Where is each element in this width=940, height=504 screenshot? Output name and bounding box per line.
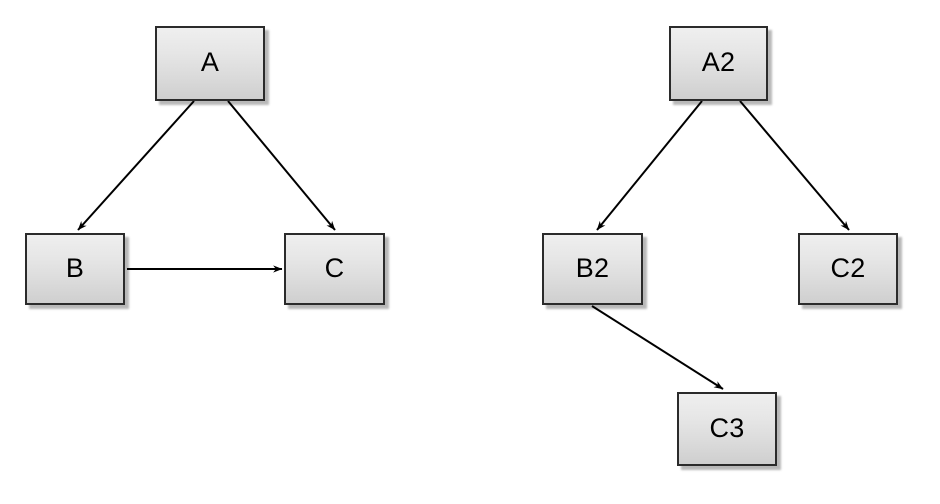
edge-a-to-b[interactable] bbox=[77, 100, 195, 231]
node-label-c2: C2 bbox=[830, 252, 866, 283]
node-label-a2: A2 bbox=[701, 47, 736, 77]
edges-group bbox=[77, 100, 850, 390]
node-a[interactable]: A bbox=[155, 26, 265, 101]
node-a2[interactable]: A2 bbox=[669, 26, 768, 101]
node-b[interactable]: B bbox=[25, 233, 125, 305]
node-label-b: B bbox=[65, 252, 85, 283]
node-label-c: C bbox=[324, 252, 345, 283]
node-c[interactable]: C bbox=[284, 233, 385, 305]
node-label-a: A bbox=[200, 47, 220, 77]
node-label-c3: C3 bbox=[709, 412, 745, 443]
edge-a-to-c[interactable] bbox=[227, 100, 336, 231]
node-label-b2: B2 bbox=[575, 252, 610, 283]
edge-b2-to-c3[interactable] bbox=[591, 305, 724, 390]
node-c3[interactable]: C3 bbox=[677, 392, 777, 466]
node-b2[interactable]: B2 bbox=[542, 233, 643, 305]
edge-a2-to-b2[interactable] bbox=[596, 100, 703, 231]
node-c2[interactable]: C2 bbox=[798, 233, 898, 305]
edge-a2-to-c2[interactable] bbox=[739, 100, 850, 231]
